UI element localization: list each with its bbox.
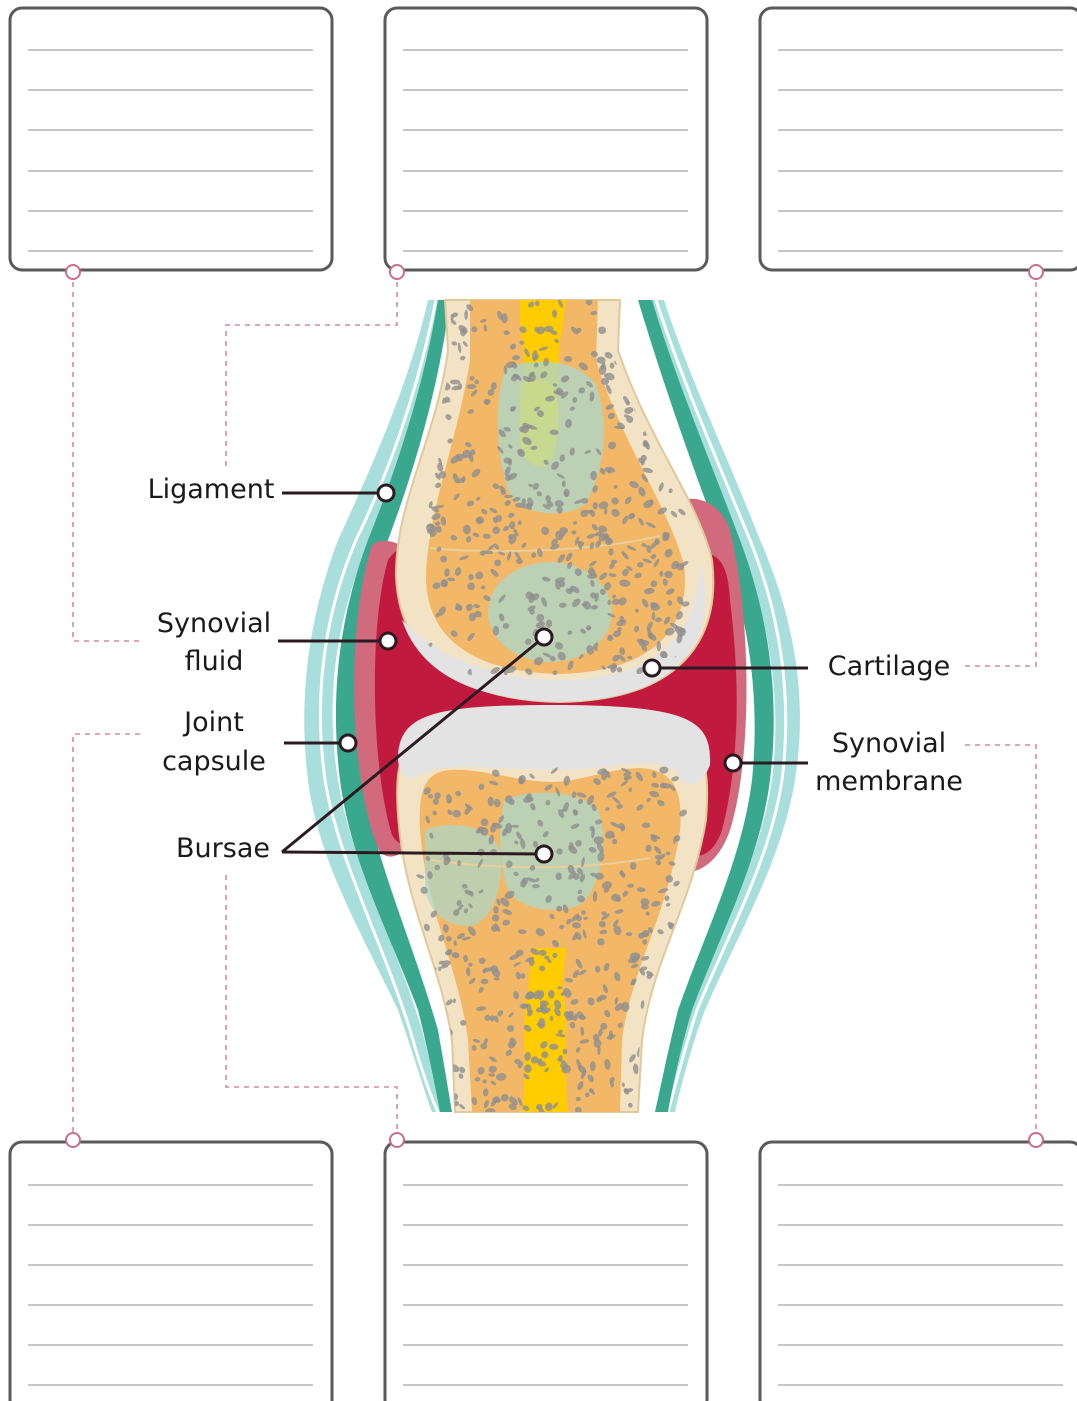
bone-pore xyxy=(648,368,658,375)
bone-pore xyxy=(634,337,645,348)
bone-pore xyxy=(649,1054,657,1061)
bone-pore xyxy=(659,1030,663,1035)
bone-pore xyxy=(646,1093,653,1101)
bone-pore xyxy=(457,860,461,866)
bone-pore xyxy=(676,433,682,439)
connector-dot xyxy=(390,1133,404,1147)
bone-pore xyxy=(646,1032,657,1042)
bone-pore xyxy=(420,953,425,957)
answer-box-top-middle[interactable] xyxy=(385,8,707,270)
bone-pore xyxy=(682,475,690,483)
connector-top-right xyxy=(965,272,1036,666)
connector-bottom-left xyxy=(73,734,140,1140)
bone-pore xyxy=(562,480,566,487)
bone-pore xyxy=(655,1053,661,1060)
answer-box-bottom-left[interactable] xyxy=(10,1142,332,1401)
cartilage-pointer xyxy=(644,660,660,676)
synovial-fluid-pointer xyxy=(380,633,396,649)
bone-pore xyxy=(621,329,629,337)
label-synovial-membrane-line1: Synovial xyxy=(832,728,946,759)
connector-top-left xyxy=(73,272,140,641)
bone-pore xyxy=(652,417,662,427)
bone-pore xyxy=(620,317,626,323)
bone-pore xyxy=(443,1035,450,1044)
bone-pore xyxy=(679,470,687,478)
bone-pore xyxy=(645,371,656,381)
connector-top-middle xyxy=(226,272,397,470)
connector-dot xyxy=(1029,1133,1043,1147)
connector-dot xyxy=(1029,265,1043,279)
bone-pore xyxy=(661,994,673,1005)
bone-pore xyxy=(650,352,655,363)
label-synovial-fluid-line2: fluid xyxy=(185,646,244,677)
answer-box-top-right[interactable] xyxy=(760,8,1077,270)
bone-pore xyxy=(640,1084,652,1097)
bone-pore xyxy=(490,965,498,972)
bone-pore xyxy=(633,334,645,344)
bone-pore xyxy=(651,377,658,386)
bone-pore xyxy=(603,533,608,541)
bone-pore xyxy=(432,986,439,994)
bone-pore xyxy=(666,983,672,990)
bone-pore xyxy=(667,298,672,303)
lower-bone xyxy=(397,705,710,1116)
bone-pore xyxy=(662,1021,671,1029)
bone-pore xyxy=(611,894,620,902)
bone-pore xyxy=(627,330,637,342)
bone-pore xyxy=(612,839,617,845)
bone-pore xyxy=(508,458,512,466)
bone-pore xyxy=(595,873,604,880)
connector-dot xyxy=(66,1133,80,1147)
bursae-pointer-upper xyxy=(536,629,552,645)
ligament-pointer xyxy=(378,485,394,501)
answer-box-top-left[interactable] xyxy=(10,8,332,270)
answer-box-bottom-middle[interactable] xyxy=(385,1142,707,1401)
bone-pore xyxy=(501,313,507,323)
bone-pore xyxy=(627,309,633,315)
label-bursae: Bursae xyxy=(176,833,270,864)
bone-pore xyxy=(632,333,643,345)
bone-pore xyxy=(672,319,678,326)
bone-pore xyxy=(634,370,643,381)
bone-pore xyxy=(666,852,670,856)
bone-pore xyxy=(653,1038,662,1044)
bone-pore xyxy=(626,932,633,936)
bone-pore xyxy=(450,380,461,385)
bone-pore xyxy=(493,626,499,636)
bone-pore xyxy=(679,944,690,956)
connector-dot xyxy=(390,265,404,279)
bone-pore xyxy=(649,363,658,374)
bone-pore xyxy=(627,884,634,888)
synovial-joint-illustration xyxy=(304,295,800,1116)
bone-pore xyxy=(424,1107,430,1117)
bone-pore xyxy=(626,326,634,331)
bone-pore xyxy=(667,999,676,1008)
label-ligament: Ligament xyxy=(148,474,275,505)
bone-pore xyxy=(581,910,586,915)
bone-pore xyxy=(652,612,656,620)
label-synovial-fluid-line1: Synovial xyxy=(157,608,271,639)
label-joint-capsule-line2: capsule xyxy=(162,746,266,777)
bursae-pointer-lower xyxy=(536,846,552,862)
bone-pore xyxy=(679,330,685,336)
bone-pore xyxy=(653,396,661,406)
connector-bottom-right xyxy=(965,745,1036,1140)
bone-pore xyxy=(648,1039,657,1050)
label-synovial-membrane-line2: membrane xyxy=(815,766,963,797)
answer-box-bottom-right[interactable] xyxy=(760,1142,1077,1401)
label-joint-capsule-line1: Joint xyxy=(182,707,244,738)
bone-pore xyxy=(677,957,682,964)
bone-pore xyxy=(653,1031,662,1040)
joint-capsule-pointer xyxy=(340,735,356,751)
bone-pore xyxy=(645,399,652,406)
bone-pore xyxy=(683,460,691,468)
connector-dot xyxy=(66,265,80,279)
bone-pore xyxy=(658,1034,669,1043)
bone-pore xyxy=(650,387,659,396)
label-cartilage: Cartilage xyxy=(828,651,950,682)
synovial-membrane-pointer xyxy=(725,755,741,771)
